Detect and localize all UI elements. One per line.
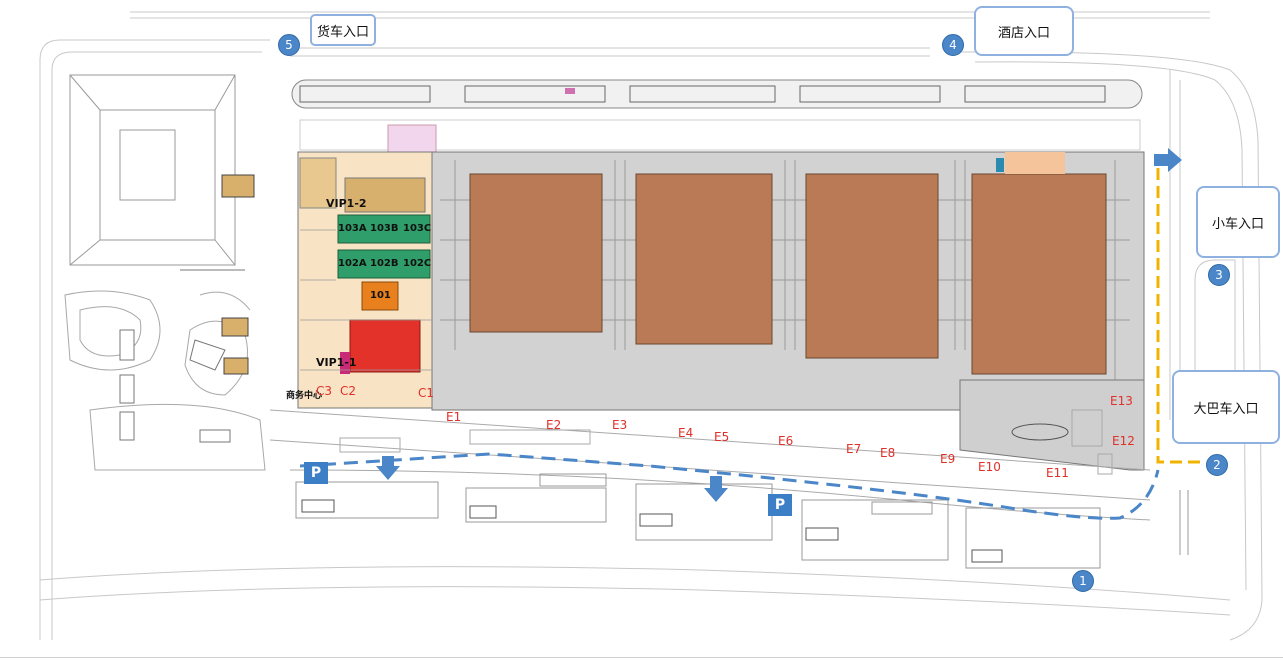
hall-4 [971,173,1107,375]
room-102 [337,249,431,279]
room-102c: 102C [403,258,432,269]
room-103b: 103B [370,223,399,234]
room-101: 101 [370,290,391,301]
gate-e4: E4 [678,426,694,440]
gate-e11: E11 [1046,466,1069,480]
hotel-entrance-label: 酒店入口 [974,6,1074,56]
gate-c2: C2 [340,384,357,398]
yellow-route [1156,168,1200,464]
divider [0,657,1283,658]
arrow-down-icon [376,456,400,480]
gate-e8: E8 [880,446,896,460]
entrance-3-marker[interactable]: 3 [1208,264,1230,286]
entrance-5-marker[interactable]: 5 [278,34,300,56]
gate-c1: C1 [418,386,435,400]
room-101 [361,281,399,311]
hotel-strip [291,79,1143,109]
gate-e5: E5 [714,430,730,444]
gate-e9: E9 [940,452,956,466]
hall-1 [469,173,603,333]
parking-sign[interactable]: P [304,462,328,484]
entrance-1-marker[interactable]: 1 [1072,570,1094,592]
pink-block [387,124,437,154]
business-center: 商务中心 [286,391,323,401]
front-plaza [269,409,1151,521]
gate-e10: E10 [978,460,1001,474]
room-vip-1-2: VIP1-2 [326,197,367,210]
vip-1-2-room [344,177,426,213]
left-kiosk [221,317,249,337]
room-102b: 102B [370,258,399,269]
right-ramp [1179,490,1189,555]
blue-route [299,452,1160,520]
gate-e7: E7 [846,442,862,456]
parking-stalls [301,499,1003,563]
room-103c: 103C [403,223,432,234]
left-parking-structure [69,74,245,271]
hall-grid [440,160,1130,380]
parking-lots [295,473,1101,569]
bus-entrance-label: 大巴车入口 [1172,370,1280,444]
entrance-4-marker[interactable]: 4 [942,34,964,56]
gate-e2: E2 [546,418,562,432]
hall-3 [805,173,939,359]
vip-1-1-marker [340,352,350,374]
room-103a: 103A [338,223,367,234]
gate-e3: E3 [612,418,628,432]
arrow-down-icon [704,476,728,502]
gate-e13: E13 [1110,394,1133,408]
hall-4-marker [996,158,1004,172]
gate-c3: C3 [316,384,333,398]
room-102a: 102A [338,258,367,269]
arrow-right-icon [1154,148,1182,172]
gate-e1: E1 [446,410,462,424]
truck-entrance-label: 货车入口 [310,14,376,46]
left-kiosk [223,357,249,375]
room-vip-1-1: VIP1-1 [316,356,357,369]
left-garden [64,290,266,471]
entrance-2-marker[interactable]: 2 [1206,454,1228,476]
multi-function-hall [349,319,421,373]
car-entrance-label: 小车入口 [1196,186,1280,258]
gate-e6: E6 [778,434,794,448]
hall-2 [635,173,773,345]
hall-4-annex [1005,152,1065,174]
gate-e12: E12 [1112,434,1135,448]
left-kiosk [221,174,255,198]
room-103 [337,214,431,244]
parking-sign[interactable]: P [768,494,792,516]
service-yard [299,119,1141,151]
